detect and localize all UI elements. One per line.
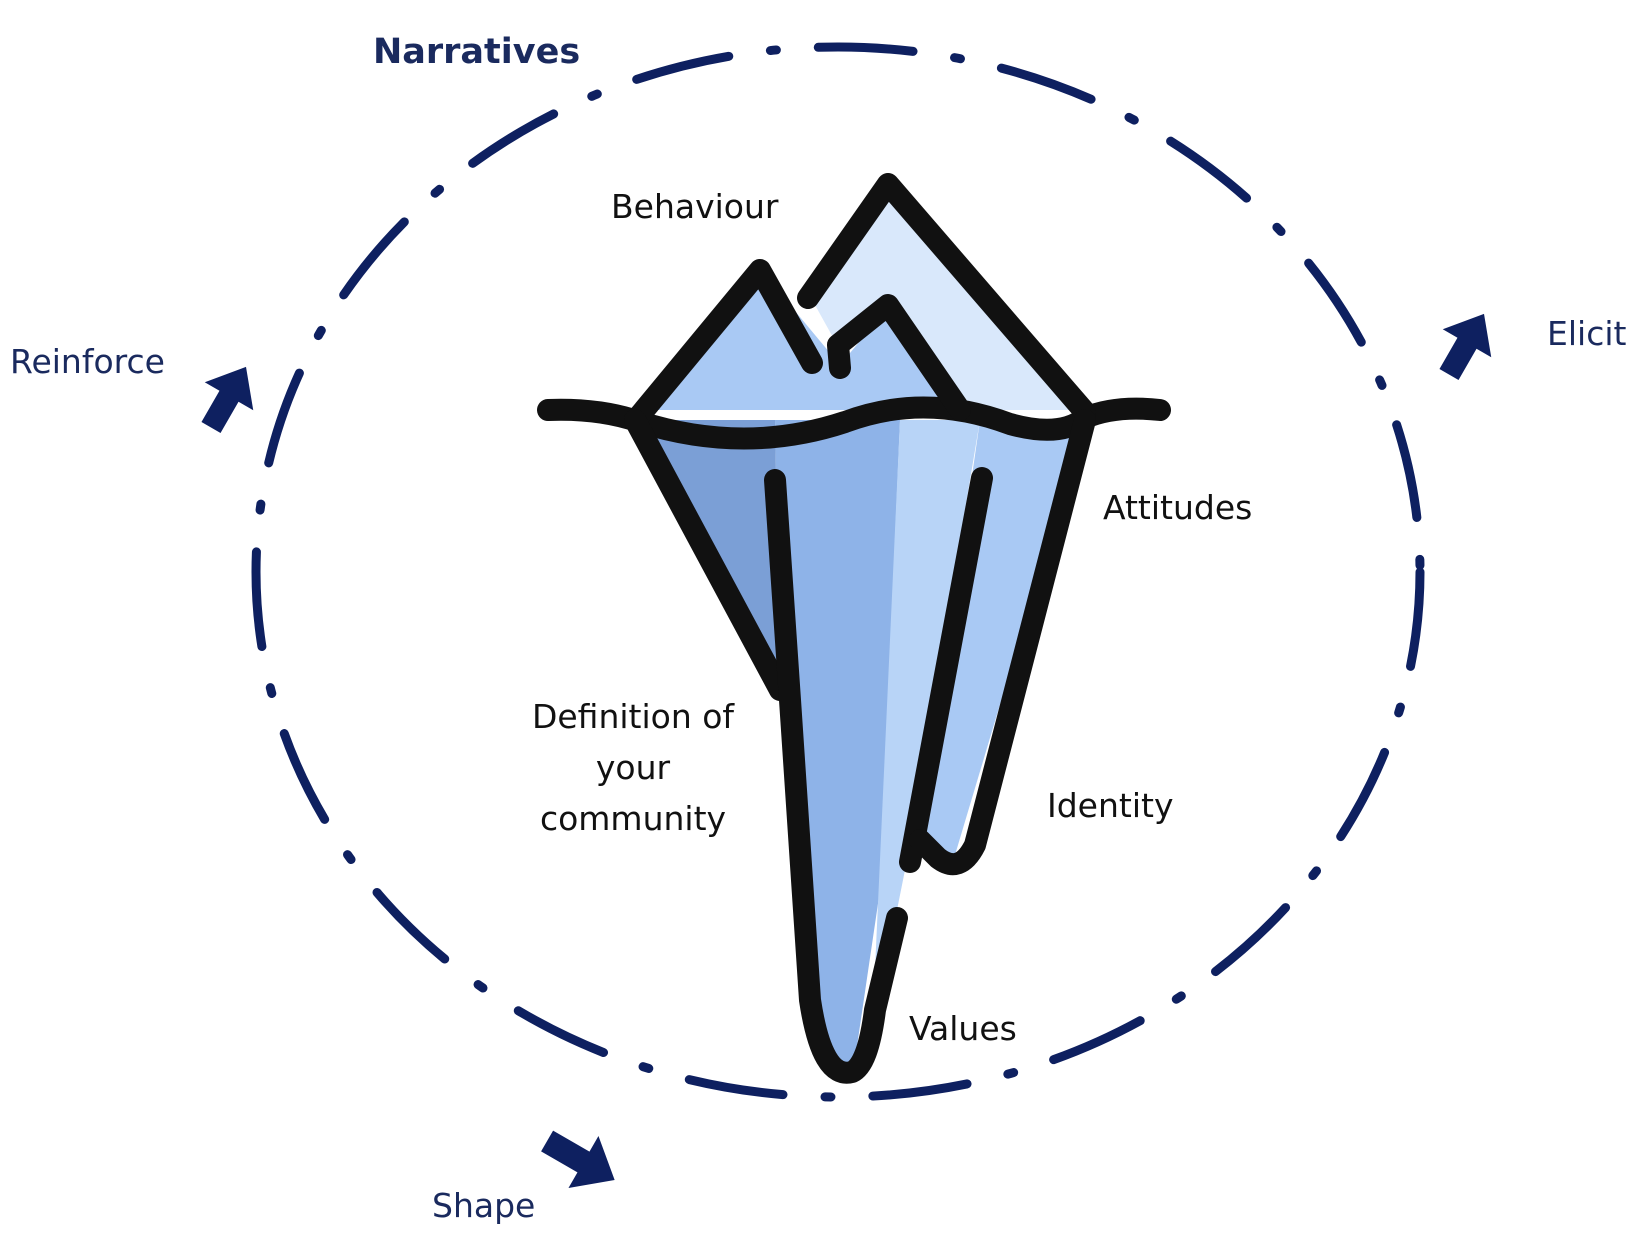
reinforce-arrow-icon bbox=[201, 366, 254, 433]
shape-arrow-icon bbox=[541, 1130, 615, 1188]
iceberg-crack-right bbox=[899, 467, 993, 873]
identity-label: Identity bbox=[1047, 786, 1173, 825]
attitudes-label: Attitudes bbox=[1103, 488, 1252, 527]
iceberg-right-outline bbox=[909, 409, 1096, 876]
iceberg-inner-peak-outline bbox=[827, 294, 971, 421]
iceberg-tip-right bbox=[810, 182, 1085, 410]
definition-label-line3: community bbox=[540, 799, 726, 838]
definition-label-line1: Definition of bbox=[532, 697, 735, 736]
narrative-cycle-ring bbox=[251, 42, 1425, 1102]
iceberg-left-outline bbox=[624, 409, 791, 701]
shape-label: Shape bbox=[432, 1186, 535, 1225]
definition-label-line2: your bbox=[596, 748, 671, 787]
elicit-arrow-icon bbox=[1439, 313, 1492, 380]
iceberg-icon bbox=[537, 173, 1171, 1084]
behaviour-label: Behaviour bbox=[611, 187, 779, 226]
iceberg-peak-outline bbox=[629, 173, 1096, 426]
narratives-title: Narratives bbox=[373, 32, 580, 72]
elicit-label: Elicit bbox=[1547, 314, 1626, 353]
values-label: Values bbox=[909, 1009, 1017, 1048]
iceberg-body-right bbox=[920, 420, 1085, 855]
reinforce-label: Reinforce bbox=[10, 342, 165, 381]
iceberg-crack-left bbox=[764, 469, 908, 1084]
